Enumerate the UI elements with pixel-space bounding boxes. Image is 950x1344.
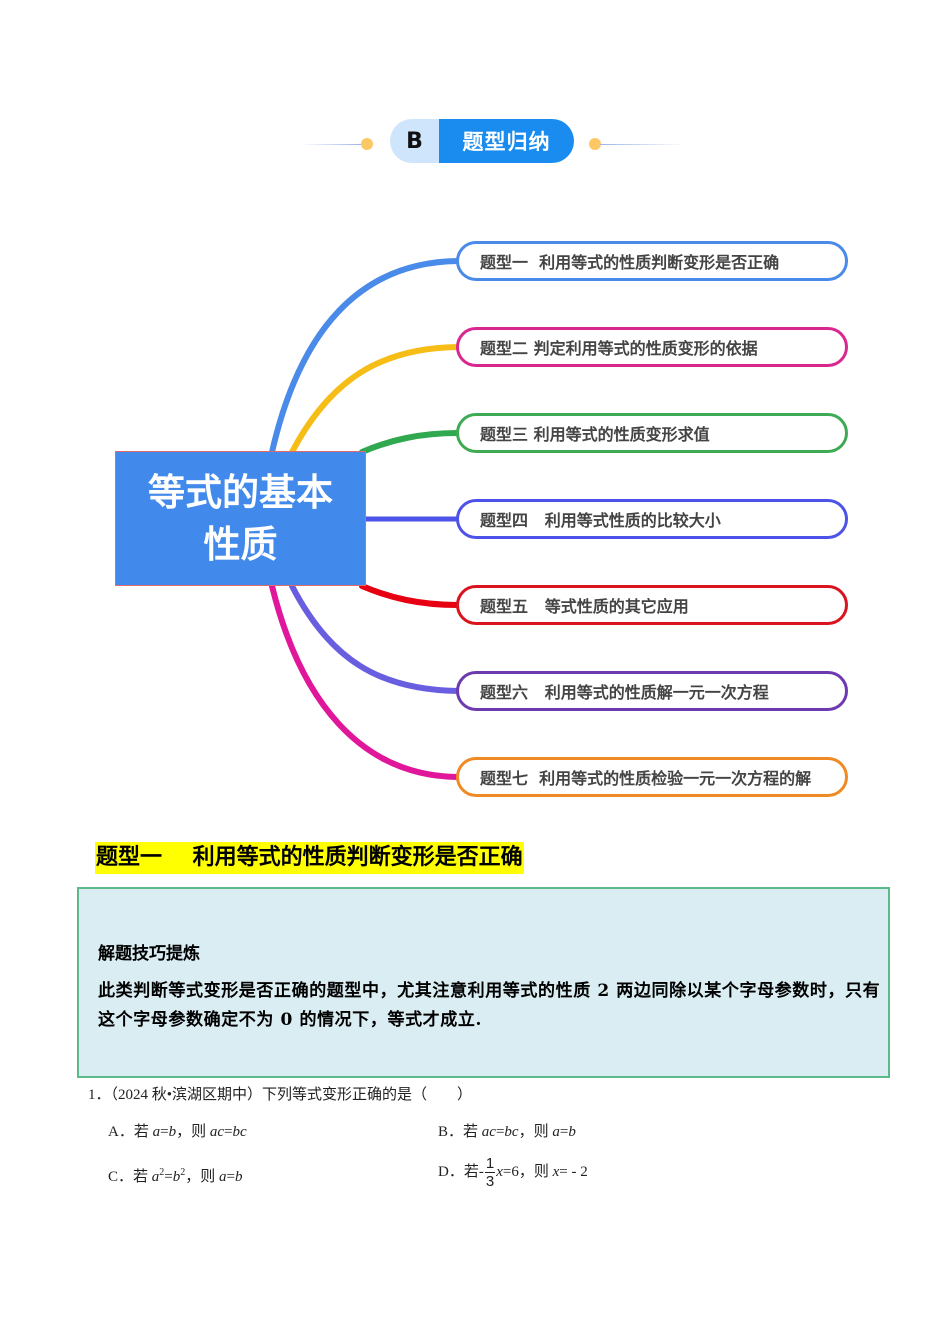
option-b-key: B． <box>438 1124 464 1140</box>
branch-1 <box>269 258 461 455</box>
mindmap-center-label: 等式的基本性质 <box>148 470 333 566</box>
mindmap-topic-6: 题型六 利用等式的性质解一元一次方程 <box>456 671 848 711</box>
mindmap-topic-1: 题型一 利用等式的性质判断变形是否正确 <box>456 241 848 281</box>
badge-decor-dot-left <box>361 138 373 150</box>
option-b[interactable]: B．若 ac=bc，则 a=b <box>438 1124 576 1140</box>
section-badge-title: 题型归纳 <box>439 119 574 163</box>
badge-decor-line-right <box>600 144 685 145</box>
mindmap-branches <box>269 258 461 780</box>
mindmap-topic-7: 题型七 利用等式的性质检验一元一次方程的解 <box>456 757 848 797</box>
option-a[interactable]: A．若 a=b，则 ac=bc <box>108 1124 247 1140</box>
question-text: 下列等式变形正确的是（ ） <box>262 1087 473 1103</box>
mindmap-topic-5: 题型五 等式性质的其它应用 <box>456 585 848 625</box>
section-badge: B 题型归纳 <box>390 119 574 163</box>
branch-5 <box>359 583 461 608</box>
mindmap-topic-4: 题型四 利用等式性质的比较大小 <box>456 499 848 539</box>
option-c[interactable]: C．若 a2=b2，则 a=b <box>108 1167 243 1185</box>
branch-3 <box>359 430 461 455</box>
tip-body: 此类判断等式变形是否正确的题型中，尤其注意利用等式的性质 2 两边同除以某个字母… <box>98 981 881 1030</box>
tip-title: 解题技巧提炼 <box>98 944 200 964</box>
branch-7 <box>269 583 461 780</box>
mindmap-center-node: 等式的基本性质 <box>115 451 366 586</box>
badge-decor-line-left <box>300 144 362 145</box>
question-stem: 1．（2024 秋•滨湖区期中）下列等式变形正确的是（ ） <box>88 1083 472 1104</box>
badge-decor-dot-right <box>589 138 601 150</box>
mindmap-topic-3: 题型三 利用等式的性质变形求值 <box>456 413 848 453</box>
mindmap-topic-2: 题型二 判定利用等式的性质变形的依据 <box>456 327 848 367</box>
fraction-denominator: 3 <box>485 1173 495 1190</box>
question-source: （2024 秋•滨湖区期中） <box>110 1087 263 1103</box>
section-heading: 题型一 利用等式的性质判断变形是否正确 <box>95 842 524 874</box>
question-number: 1． <box>88 1087 111 1103</box>
option-d-key: D． <box>438 1163 464 1180</box>
branch-2 <box>289 344 461 455</box>
option-a-key: A． <box>108 1124 134 1140</box>
tip-box: 解题技巧提炼 此类判断等式变形是否正确的题型中，尤其注意利用等式的性质 2 两边… <box>77 887 890 1078</box>
branch-6 <box>289 583 461 694</box>
fraction-numerator: 1 <box>484 1155 496 1173</box>
option-c-key: C． <box>108 1169 134 1185</box>
section-badge-letter: B <box>390 119 439 163</box>
